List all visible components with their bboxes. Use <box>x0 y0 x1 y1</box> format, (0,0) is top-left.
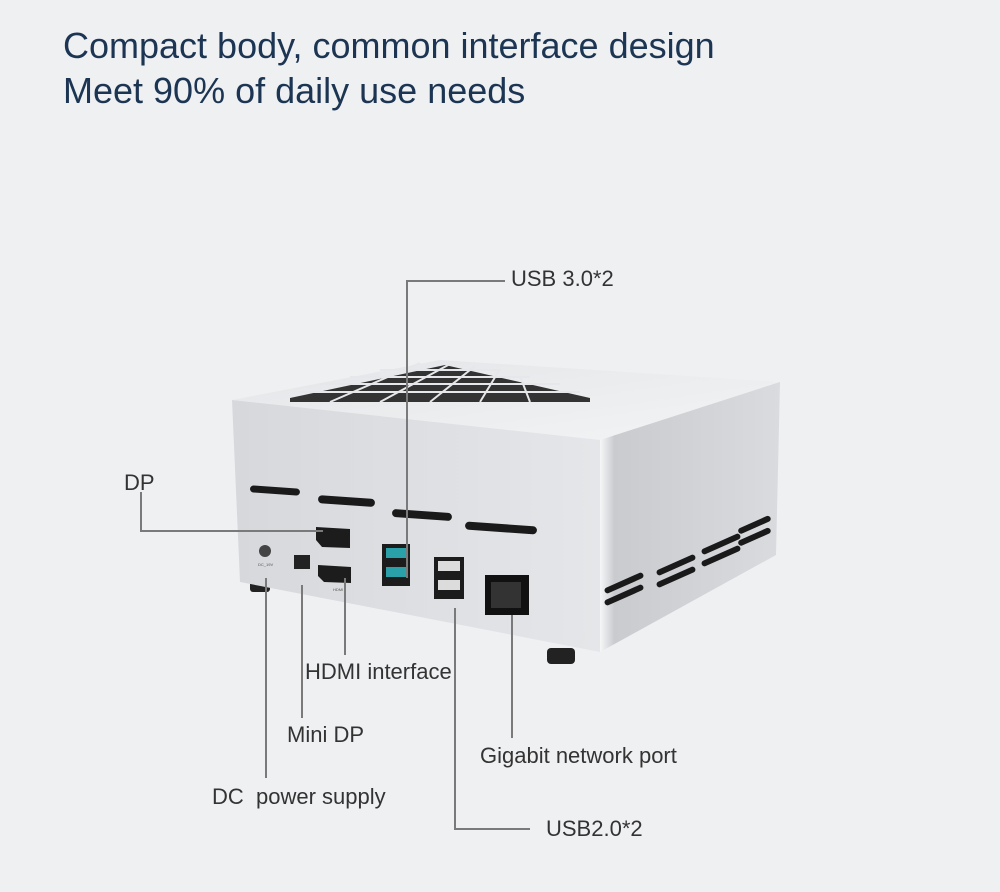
usb3-port-top <box>386 548 406 558</box>
usb3-port-bottom <box>386 567 406 577</box>
case-back-panel <box>232 400 600 652</box>
dc-jack <box>259 545 271 557</box>
callout-gigabit-lan: Gigabit network port <box>480 743 677 768</box>
usb2-port-top <box>438 561 460 571</box>
dc-marking: DC_19V <box>258 562 273 567</box>
hdmi-port <box>318 565 351 583</box>
usb2-leader <box>454 608 530 830</box>
callout-usb3: USB 3.0*2 <box>511 266 614 291</box>
leader-lines <box>140 280 530 830</box>
hdmi-marking: HDMI <box>333 587 343 592</box>
dp-leader <box>140 492 323 532</box>
foot <box>547 648 575 664</box>
usb2-port-bottom <box>438 580 460 590</box>
mini-dp-port <box>294 555 310 569</box>
usb3-leader <box>406 280 505 578</box>
case-side <box>600 382 780 652</box>
heading-line-1: Compact body, common interface design <box>63 25 715 66</box>
callout-dc-power: DC power supply <box>212 784 386 809</box>
callout-dp: DP <box>124 470 155 495</box>
heading-line-2: Meet 90% of daily use needs <box>63 70 526 111</box>
callout-hdmi: HDMI interface <box>305 659 452 684</box>
vent-slots <box>250 485 537 535</box>
side-vent-slots <box>604 515 771 606</box>
callout-usb2: USB2.0*2 <box>546 816 643 841</box>
callout-mini-dp: Mini DP <box>287 722 365 747</box>
dp-port <box>316 527 350 548</box>
